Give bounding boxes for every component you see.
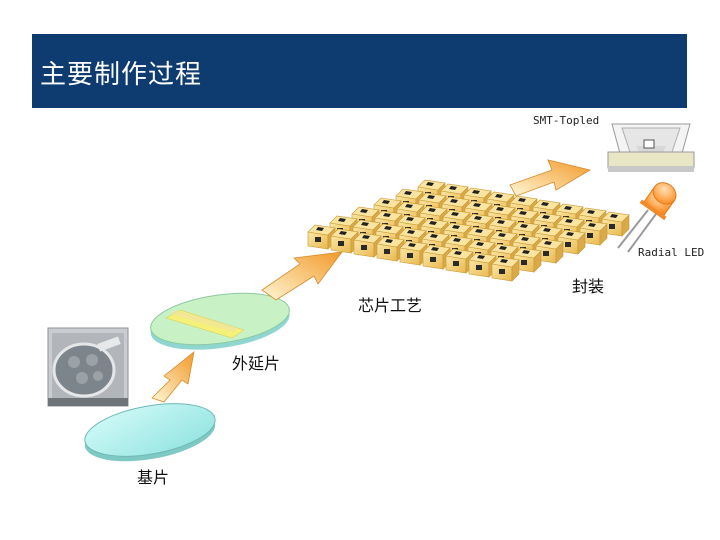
chip (399, 240, 428, 266)
arrow-epitaxy-to-chip (261, 251, 343, 301)
chip (353, 232, 382, 258)
chip (601, 211, 630, 237)
smt-topled-package (607, 123, 695, 172)
arrow-chip-to-packaging (509, 159, 592, 197)
label-epitaxy: 外延片 (232, 354, 281, 373)
substrate-wafer (84, 403, 216, 462)
epitaxy-wafer (150, 292, 290, 350)
chip-array (307, 179, 630, 282)
chip (579, 220, 608, 246)
arrow-substrate-to-epitaxy (151, 351, 195, 403)
label-radial-led: Radial LED (638, 246, 705, 259)
page-title: 主要制作过程 (40, 60, 203, 90)
label-packaging: 封装 (572, 277, 605, 296)
radial-led (617, 182, 677, 253)
mocvd-equipment-photo (47, 327, 129, 407)
label-smt-topled: SMT-Topled (533, 114, 600, 127)
chip (491, 256, 520, 282)
chip (330, 228, 359, 254)
chip (376, 236, 405, 262)
title-bar: 主要制作过程 (32, 34, 687, 108)
chip (513, 247, 542, 273)
label-chip-process: 芯片工艺 (358, 296, 423, 315)
label-substrate: 基片 (137, 468, 170, 487)
chip (422, 244, 451, 270)
